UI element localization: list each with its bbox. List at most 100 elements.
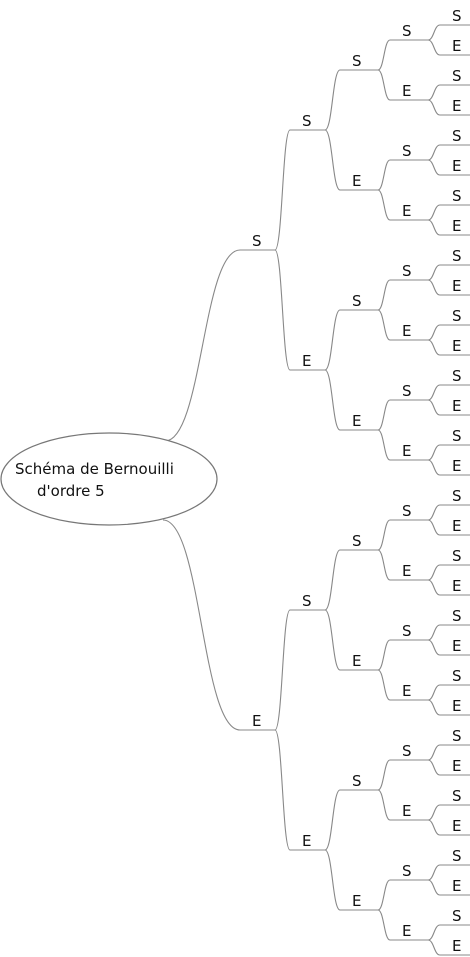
node-label-success[interactable]: S xyxy=(352,772,362,790)
node-label-success[interactable]: S xyxy=(352,532,362,550)
node-label-success[interactable]: S xyxy=(402,22,412,40)
node-label-success[interactable]: S xyxy=(452,787,462,805)
node-label-success[interactable]: S xyxy=(452,727,462,745)
tree-edge xyxy=(427,639,441,656)
node-label-failure[interactable]: E xyxy=(352,412,361,430)
node-label-failure[interactable]: E xyxy=(402,442,411,460)
node-label-failure[interactable]: E xyxy=(352,892,361,910)
node-label-failure[interactable]: E xyxy=(402,802,411,820)
node-label-failure[interactable]: E xyxy=(452,637,461,655)
tree-edge xyxy=(377,279,391,311)
node-label-failure[interactable]: E xyxy=(452,457,461,475)
node-label-success[interactable]: S xyxy=(452,367,462,385)
node-label-failure[interactable]: E xyxy=(452,217,461,235)
node-label-success[interactable]: S xyxy=(452,67,462,85)
tree-edge xyxy=(427,279,441,296)
tree-edge xyxy=(427,939,441,956)
node-label-success[interactable]: S xyxy=(452,847,462,865)
node-label-failure[interactable]: E xyxy=(452,757,461,775)
node-label-failure[interactable]: E xyxy=(452,697,461,715)
tree-edge xyxy=(324,309,341,371)
node-label-success[interactable]: S xyxy=(452,547,462,565)
tree-edge xyxy=(427,324,441,341)
node-label-success[interactable]: S xyxy=(452,487,462,505)
tree-edge xyxy=(377,669,391,701)
node-label-failure[interactable]: E xyxy=(452,877,461,895)
node-label-failure[interactable]: E xyxy=(452,937,461,955)
root-title-line2: d'ordre 5 xyxy=(37,482,105,500)
node-label-failure[interactable]: E xyxy=(452,397,461,415)
tree-edge xyxy=(427,804,441,821)
node-label-success[interactable]: S xyxy=(452,7,462,25)
tree-edge xyxy=(377,159,391,191)
tree-nodes: SSSSSEESEESSEESEESSSEESEESSEESEESSSSEESE… xyxy=(252,7,462,955)
node-label-failure[interactable]: E xyxy=(452,157,461,175)
node-label-failure[interactable]: E xyxy=(402,922,411,940)
node-label-success[interactable]: S xyxy=(302,592,312,610)
node-label-success[interactable]: S xyxy=(352,292,362,310)
node-label-success[interactable]: S xyxy=(402,862,412,880)
node-label-success[interactable]: S xyxy=(452,307,462,325)
tree-edge xyxy=(427,444,441,461)
tree-edge xyxy=(427,579,441,596)
node-label-success[interactable]: S xyxy=(452,907,462,925)
node-label-failure[interactable]: E xyxy=(402,682,411,700)
tree-edge xyxy=(427,24,441,41)
node-label-failure[interactable]: E xyxy=(402,322,411,340)
tree-edge xyxy=(377,789,391,821)
tree-edge xyxy=(324,609,341,671)
tree-edge xyxy=(324,369,341,431)
node-label-success[interactable]: S xyxy=(402,742,412,760)
tree-edge xyxy=(427,759,441,776)
node-label-failure[interactable]: E xyxy=(252,712,261,730)
node-label-success[interactable]: S xyxy=(402,262,412,280)
tree-edge xyxy=(274,609,291,731)
tree-edge xyxy=(377,759,391,791)
node-label-success[interactable]: S xyxy=(402,142,412,160)
node-label-failure[interactable]: E xyxy=(402,202,411,220)
node-label-failure[interactable]: E xyxy=(452,577,461,595)
node-label-success[interactable]: S xyxy=(352,52,362,70)
node-label-failure[interactable]: E xyxy=(452,337,461,355)
node-label-failure[interactable]: E xyxy=(352,172,361,190)
node-label-failure[interactable]: E xyxy=(402,562,411,580)
node-label-success[interactable]: S xyxy=(452,127,462,145)
tree-edge xyxy=(427,84,441,101)
node-label-failure[interactable]: E xyxy=(452,817,461,835)
tree-edge xyxy=(324,789,341,851)
node-label-success[interactable]: S xyxy=(402,502,412,520)
tree-edge xyxy=(324,549,341,611)
node-label-failure[interactable]: E xyxy=(352,652,361,670)
tree-edge xyxy=(274,129,291,251)
tree-edge xyxy=(324,849,341,911)
node-label-success[interactable]: S xyxy=(452,247,462,265)
node-label-failure[interactable]: E xyxy=(302,352,311,370)
node-label-failure[interactable]: E xyxy=(402,82,411,100)
root-ellipse xyxy=(0,432,218,526)
tree-edge xyxy=(377,309,391,341)
tree-edge xyxy=(377,69,391,101)
node-label-failure[interactable]: E xyxy=(452,37,461,55)
tree-edge xyxy=(377,549,391,581)
node-label-failure[interactable]: E xyxy=(452,97,461,115)
node-label-success[interactable]: S xyxy=(452,607,462,625)
node-label-failure[interactable]: E xyxy=(452,517,461,535)
node-label-success[interactable]: S xyxy=(252,232,262,250)
node-label-success[interactable]: S xyxy=(452,667,462,685)
node-label-success[interactable]: S xyxy=(452,427,462,445)
tree-edge xyxy=(427,459,441,476)
root-node[interactable]: Schéma de Bernouilli d'ordre 5 xyxy=(0,432,218,526)
node-label-failure[interactable]: E xyxy=(452,277,461,295)
node-label-success[interactable]: S xyxy=(452,187,462,205)
tree-edge xyxy=(427,264,441,281)
tree-edge xyxy=(427,624,441,641)
node-label-success[interactable]: S xyxy=(402,382,412,400)
tree-edge xyxy=(427,39,441,56)
node-label-success[interactable]: S xyxy=(302,112,312,130)
tree-edge xyxy=(377,39,391,71)
tree-edge xyxy=(427,159,441,176)
tree-edge xyxy=(427,204,441,221)
tree-edge xyxy=(427,864,441,881)
node-label-failure[interactable]: E xyxy=(302,832,311,850)
node-label-success[interactable]: S xyxy=(402,622,412,640)
